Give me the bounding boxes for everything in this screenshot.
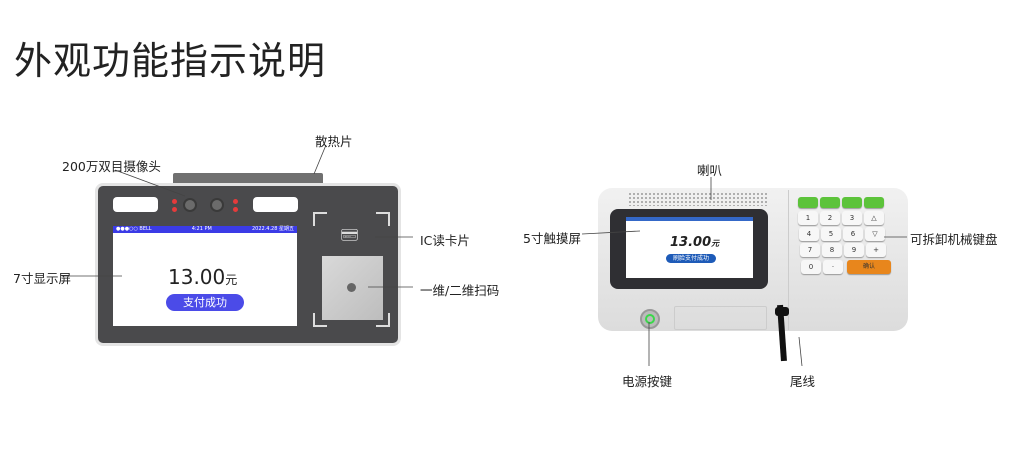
leader-camera bbox=[114, 169, 186, 197]
label-ic-reader: IC读卡片 bbox=[420, 233, 470, 248]
key[interactable]: 2 bbox=[820, 211, 840, 225]
key[interactable]: 9 bbox=[844, 243, 864, 257]
fill-light-left bbox=[113, 197, 158, 212]
page-title: 外观功能指示说明 bbox=[14, 39, 327, 83]
display-screen: ●●●○○ BELL 4:21 PM 2022.4.28 星期五 13.00元 … bbox=[113, 226, 297, 326]
label-display: 7寸显示屏 bbox=[13, 271, 71, 286]
reader-bracket bbox=[376, 313, 390, 327]
heatsink bbox=[173, 173, 323, 185]
key[interactable]: 4 bbox=[799, 227, 819, 241]
side-panel bbox=[674, 306, 767, 330]
indicator-led bbox=[233, 207, 238, 212]
label-touchscreen: 5寸触摸屏 bbox=[523, 231, 581, 246]
key[interactable]: · bbox=[823, 260, 843, 274]
key[interactable]: 7 bbox=[800, 243, 820, 257]
indicator-led bbox=[172, 207, 177, 212]
key[interactable]: 3 bbox=[842, 211, 862, 225]
touchscreen: 13.00元 刷脸支付成功 bbox=[626, 217, 753, 278]
function-key[interactable] bbox=[864, 197, 884, 208]
leader-touchscreen bbox=[581, 230, 641, 235]
fill-light-right bbox=[253, 197, 298, 212]
qr-scanner-window bbox=[322, 256, 383, 320]
key[interactable]: 5 bbox=[821, 227, 841, 241]
scanner-lens bbox=[347, 283, 356, 292]
power-led-icon bbox=[645, 314, 655, 324]
reader-bracket bbox=[313, 313, 327, 327]
amount-value: 13.00 bbox=[168, 265, 226, 289]
key[interactable]: 6 bbox=[843, 227, 863, 241]
label-cable: 尾线 bbox=[790, 374, 816, 389]
label-scanner: 一维/二维扫码 bbox=[420, 283, 500, 298]
label-camera: 200万双目摄像头 bbox=[62, 159, 161, 174]
indicator-led bbox=[172, 199, 177, 204]
status-bar: ●●●○○ BELL 4:21 PM 2022.4.28 星期五 bbox=[113, 226, 297, 233]
leader-heatsink bbox=[313, 144, 327, 175]
status-signal: ●●●○○ BELL bbox=[116, 226, 152, 232]
leader-cable bbox=[798, 336, 803, 367]
key[interactable]: 0 bbox=[801, 260, 821, 274]
function-key[interactable] bbox=[820, 197, 840, 208]
power-button[interactable] bbox=[640, 309, 660, 329]
currency: 元 bbox=[225, 273, 238, 287]
confirm-key[interactable]: 确认 bbox=[847, 260, 891, 274]
status-time: 4:21 PM bbox=[191, 226, 212, 232]
amount-display: 13.00元 bbox=[168, 265, 237, 289]
status-bar bbox=[626, 217, 753, 221]
camera-lens bbox=[183, 198, 197, 212]
key[interactable]: 1 bbox=[798, 211, 818, 225]
reader-bracket bbox=[376, 212, 390, 226]
status-date: 2022.4.28 星期五 bbox=[251, 226, 294, 232]
function-key[interactable] bbox=[842, 197, 862, 208]
indicator-led bbox=[233, 199, 238, 204]
label-speaker: 喇叭 bbox=[697, 163, 723, 178]
nfc-card-icon: 💳︎ bbox=[340, 226, 360, 244]
reader-bracket bbox=[313, 212, 327, 226]
key[interactable]: + bbox=[866, 243, 886, 257]
divider bbox=[788, 190, 789, 330]
payment-success-button: 支付成功 bbox=[166, 294, 244, 311]
key[interactable]: 8 bbox=[822, 243, 842, 257]
camera-lens bbox=[210, 198, 224, 212]
label-power: 电源按键 bbox=[622, 374, 673, 389]
key[interactable]: △ bbox=[864, 211, 884, 225]
mechanical-keyboard: 1 2 3 △ 4 5 6 ▽ 7 8 9 + 0 · 确认 bbox=[795, 195, 903, 283]
amount-display: 13.00元 bbox=[670, 235, 719, 250]
label-keyboard: 可拆卸机械键盘 bbox=[910, 232, 998, 247]
payment-success-button: 刷脸支付成功 bbox=[666, 254, 716, 263]
amount-value: 13.00 bbox=[670, 235, 712, 250]
currency: 元 bbox=[711, 239, 720, 248]
speaker-grille bbox=[628, 192, 768, 206]
function-key[interactable] bbox=[798, 197, 818, 208]
key[interactable]: ▽ bbox=[865, 227, 885, 241]
label-heatsink: 散热片 bbox=[315, 134, 353, 149]
